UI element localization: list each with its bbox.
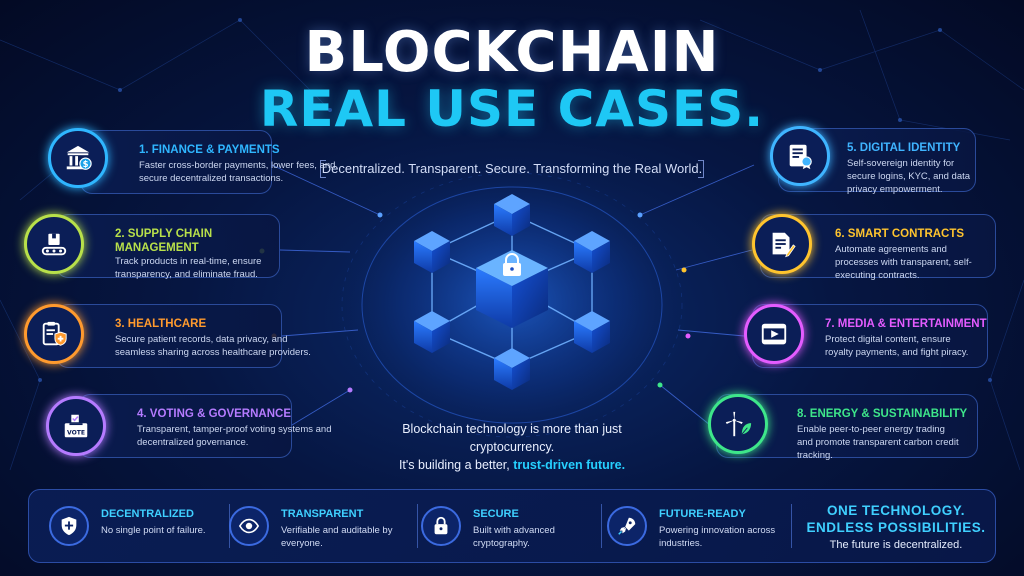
use-case-description: Secure patient records, data privacy, an…	[115, 334, 311, 358]
center-statement: Blockchain technology is more than just …	[392, 420, 632, 474]
bank-icon: $	[66, 145, 92, 170]
use-case-description: Self-sovereign identity for secure login…	[847, 158, 971, 195]
page-title-line2: REAL USE CASES.	[259, 80, 765, 138]
small-cube-left	[414, 231, 450, 273]
small-cube-bottom-right	[574, 311, 610, 353]
use-case-description: Automate agreements and processes with t…	[835, 244, 972, 281]
use-case-card-finance: 1. FINANCE & PAYMENTS Faster cross-borde…	[80, 130, 335, 194]
tagline-bracket-left	[320, 160, 326, 178]
padlock-icon	[434, 516, 448, 535]
small-cube-right	[574, 231, 610, 273]
use-case-title: 6. SMART CONTRACTS	[835, 228, 965, 240]
slogan-headline: ONE TECHNOLOGY. ENDLESS POSSIBILITIES.	[806, 503, 986, 535]
video-player-icon	[761, 323, 787, 345]
wind-turbine-leaf-icon	[725, 411, 752, 437]
use-case-description: Faster cross-border payments, lower fees…	[139, 160, 336, 184]
use-case-card-healthcare: 3. HEALTHCARE Secure patient records, da…	[56, 304, 311, 368]
use-case-icon-smart-contracts	[752, 214, 812, 274]
use-case-icon-digital-identity	[770, 126, 830, 186]
blockchain-cube-network	[414, 194, 610, 390]
tagline-text: Decentralized. Transparent. Secure. Tran…	[321, 161, 703, 176]
contract-pen-icon	[772, 232, 796, 258]
use-case-description: Enable peer-to-peer energy trading and p…	[797, 424, 959, 461]
use-case-icon-voting: VOTE	[46, 396, 106, 456]
eye-icon-wrap	[229, 506, 269, 546]
small-cube-top	[494, 194, 530, 236]
use-case-title: 2. SUPPLY CHAIN MANAGEMENT	[115, 228, 213, 254]
center-statement-highlight: trust-driven future.	[513, 458, 626, 472]
conveyor-box-icon	[41, 233, 67, 256]
feature-divider	[601, 504, 602, 548]
feature-description: No single point of failure.	[101, 525, 206, 536]
use-case-title: 8. ENERGY & SUSTAINABILITY	[797, 408, 968, 420]
center-statement-line2: It's building a better,	[398, 458, 510, 472]
use-case-description: Transparent, tamper-proof voting systems…	[137, 424, 332, 448]
use-case-icon-supply-chain	[24, 214, 84, 274]
slogan: ONE TECHNOLOGY. ENDLESS POSSIBILITIES. T…	[801, 502, 991, 551]
use-case-title: 5. DIGITAL IDENTITY	[847, 142, 961, 154]
shield-plus-icon-wrap	[49, 506, 89, 546]
use-case-title: 4. VOTING & GOVERNANCE	[137, 408, 291, 420]
use-case-icon-energy	[708, 394, 768, 454]
slogan-subline: The future is decentralized.	[829, 539, 963, 551]
tagline-bracket-right	[698, 160, 704, 178]
feature-description: Verifiable and auditable by everyone.	[281, 525, 393, 549]
feature-description: Built with advanced cryptography.	[473, 525, 555, 549]
feature-future-ready: FUTURE-READY Powering innovation across …	[607, 490, 792, 562]
use-case-icon-finance: $	[48, 128, 108, 188]
use-case-description: Protect digital content, ensure royalty …	[825, 334, 969, 358]
feature-title: DECENTRALIZED	[101, 508, 194, 520]
use-case-icon-healthcare	[24, 304, 84, 364]
feature-title: FUTURE-READY	[659, 508, 746, 520]
feature-divider	[791, 504, 792, 548]
use-case-card-supply-chain: 2. SUPPLY CHAIN MANAGEMENT Track product…	[56, 214, 280, 280]
feature-divider	[417, 504, 418, 548]
id-certificate-icon	[789, 144, 812, 170]
lock-icon	[503, 253, 521, 276]
rocket-icon-wrap	[607, 506, 647, 546]
padlock-icon-wrap	[421, 506, 461, 546]
central-lock-cube	[476, 250, 548, 328]
use-case-icon-media	[744, 304, 804, 364]
rocket-icon	[618, 517, 636, 535]
feature-decentralized: DECENTRALIZED No single point of failure…	[49, 490, 229, 562]
clipboard-shield-icon	[42, 321, 67, 346]
use-case-title: 3. HEALTHCARE	[115, 318, 207, 330]
feature-title: SECURE	[473, 508, 519, 520]
tagline: Decentralized. Transparent. Secure. Tran…	[312, 158, 712, 180]
use-case-card-voting: 4. VOTING & GOVERNANCE Transparent, tamp…	[78, 394, 332, 458]
feature-title: TRANSPARENT	[281, 508, 364, 520]
vote-label: VOTE	[67, 429, 85, 436]
eye-icon	[238, 518, 260, 534]
shield-plus-icon	[61, 516, 77, 536]
ballot-box-icon: VOTE	[64, 414, 88, 438]
use-case-title: 1. FINANCE & PAYMENTS	[139, 144, 280, 156]
small-cube-bottom-left	[414, 311, 450, 353]
feature-transparent: TRANSPARENT Verifiable and auditable by …	[229, 490, 419, 562]
dollar-symbol: $	[83, 159, 89, 169]
features-bar: DECENTRALIZED No single point of failure…	[28, 489, 996, 563]
small-cube-bottom	[494, 348, 530, 390]
feature-description: Powering innovation across industries.	[659, 525, 776, 549]
center-statement-line1: Blockchain technology is more than just …	[402, 422, 622, 454]
feature-secure: SECURE Built with advanced cryptography.	[421, 490, 601, 562]
page-title-line1: BLOCKCHAIN	[304, 20, 720, 85]
use-case-description: Track products in real-time, ensure tran…	[115, 256, 262, 280]
use-case-title: 7. MEDIA & ENTERTAINMENT	[825, 318, 987, 330]
